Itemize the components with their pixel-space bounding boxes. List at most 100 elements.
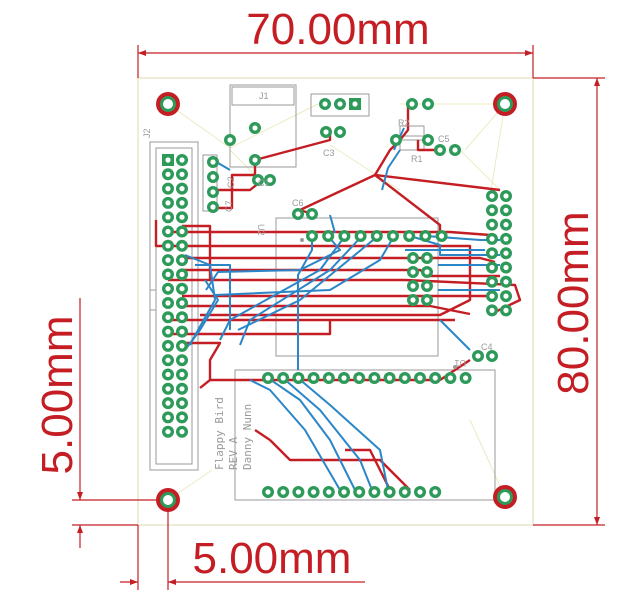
pad-hole	[179, 343, 185, 349]
pad-hole	[503, 293, 509, 299]
pad-hole	[503, 264, 509, 271]
pad-hole	[280, 489, 286, 495]
board-text-line2: REV A	[227, 437, 240, 470]
dimension-width	[137, 45, 534, 78]
pad-hole	[210, 174, 216, 180]
pad-hole	[337, 129, 343, 135]
pad-hole	[179, 171, 185, 177]
pad-hole	[390, 233, 396, 239]
pad-hole	[489, 222, 495, 228]
pad-hole	[165, 257, 171, 263]
pad-hole	[371, 489, 377, 495]
pad-hole	[165, 400, 171, 406]
pad-hole	[326, 375, 332, 381]
pad-hole	[311, 489, 317, 495]
dimension-height	[533, 77, 605, 526]
board-text-line1: Flappy Bird	[213, 397, 226, 470]
pad-hole	[309, 211, 315, 217]
pad-hole	[356, 375, 362, 381]
pad-hole	[179, 228, 185, 235]
pad-hole	[165, 157, 171, 163]
pad-hole	[323, 129, 329, 135]
pad-hole	[424, 255, 430, 261]
pad-hole	[425, 101, 431, 107]
mounting-holes	[156, 92, 517, 512]
label-c1: C1	[258, 178, 270, 188]
pad-hole	[432, 375, 438, 381]
pad-hole	[422, 233, 428, 239]
pad-hole	[179, 257, 185, 263]
pad-hole	[489, 307, 495, 313]
pad-hole	[424, 269, 430, 275]
pad-hole	[165, 371, 171, 378]
dimension-hole-x-label: 5.00mm	[193, 534, 352, 583]
pad-hole	[165, 314, 171, 320]
pad-hole	[410, 297, 416, 303]
pad-hole	[179, 429, 185, 435]
pad-hole	[410, 269, 416, 275]
pad-hole	[165, 186, 171, 192]
pad-hole	[503, 193, 509, 199]
pad-hole	[322, 101, 328, 107]
pad-hole	[227, 137, 233, 143]
pad-hole	[447, 375, 453, 381]
pad-hole	[179, 314, 185, 320]
pad-hole	[489, 250, 495, 256]
pad-hole	[210, 189, 216, 195]
pad-hole	[463, 375, 469, 381]
pad-hole	[179, 214, 185, 220]
pad-hole	[424, 297, 430, 303]
pad-hole	[309, 233, 315, 239]
pad-hole	[371, 375, 377, 381]
pad-hole	[165, 228, 171, 235]
pad-hole	[265, 489, 271, 495]
pad-hole	[179, 400, 185, 406]
pad-hole	[165, 271, 171, 277]
pad-hole	[295, 375, 301, 381]
board-outline	[137, 77, 534, 526]
pad-hole	[387, 375, 393, 381]
pad-hole	[165, 386, 171, 392]
pad-hole	[437, 147, 443, 153]
pad-hole	[393, 137, 399, 143]
pad-hole	[179, 271, 185, 277]
label-u2: U2	[256, 224, 266, 236]
pad-hole	[179, 371, 185, 378]
dimension-height-label: 80.00mm	[549, 211, 598, 394]
board-text-line3: Danny Nunn	[241, 404, 254, 470]
pad-hole	[165, 329, 171, 335]
pad-hole	[341, 375, 347, 381]
label-r2: R2	[398, 118, 410, 128]
pad-hole	[295, 211, 301, 217]
pad-hole	[179, 200, 185, 206]
label-c4: C4	[481, 342, 493, 352]
label-r1: R1	[411, 154, 423, 164]
pad-hole	[406, 233, 412, 239]
pad-hole	[409, 101, 415, 107]
pad-hole	[352, 101, 358, 107]
pad-hole	[402, 375, 408, 381]
pad-hole	[503, 307, 509, 313]
pad-hole	[179, 329, 185, 335]
label-c5: C5	[438, 134, 450, 144]
pad-hole	[503, 236, 509, 242]
pad-hole	[503, 222, 509, 228]
pad-hole	[165, 414, 171, 420]
pad-hole	[387, 489, 393, 495]
pad-hole	[374, 233, 380, 239]
pad-hole	[356, 489, 362, 495]
pad-hole	[503, 207, 509, 213]
pad-hole	[210, 159, 216, 165]
pad-hole	[179, 157, 185, 163]
pad-hole	[489, 207, 495, 213]
pad-hole	[325, 233, 331, 239]
label-c6: C6	[292, 198, 304, 208]
pad-hole	[489, 236, 495, 242]
pad-hole	[417, 375, 423, 381]
pad-hole	[179, 300, 185, 306]
pads	[162, 98, 512, 498]
pad-hole	[503, 250, 509, 256]
label-c3: C3	[323, 148, 335, 158]
pad-hole	[311, 375, 317, 381]
